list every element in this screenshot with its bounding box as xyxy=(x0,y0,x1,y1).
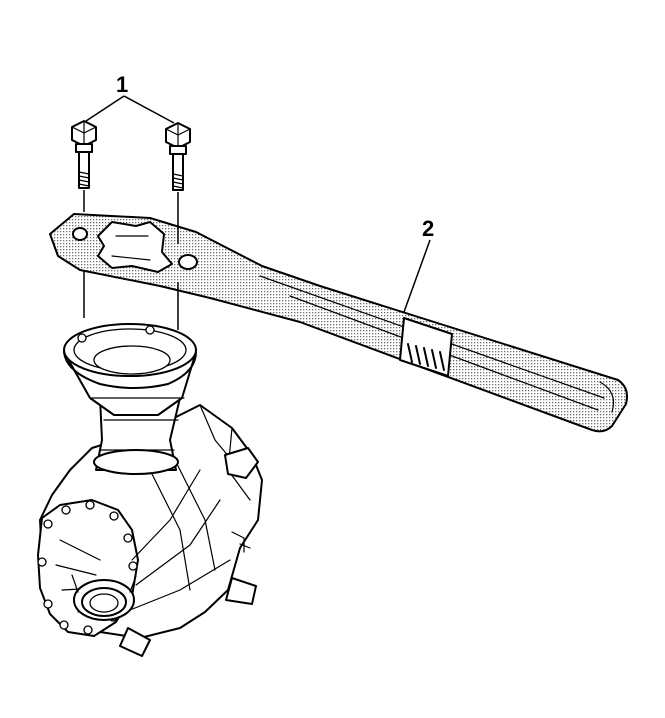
pinion-flange xyxy=(63,323,197,475)
callout-2: 2 xyxy=(403,216,434,313)
callout-label-bolts: 1 xyxy=(116,72,128,97)
wrench-bolts xyxy=(71,120,191,330)
wrench-grip xyxy=(399,317,453,377)
flange-wrench xyxy=(49,213,628,433)
callout-label-wrench: 2 xyxy=(422,216,434,241)
callout-1: 1 xyxy=(85,72,175,124)
output-seal xyxy=(71,574,137,621)
bolt-right xyxy=(165,122,191,191)
bolt-left xyxy=(71,120,97,189)
